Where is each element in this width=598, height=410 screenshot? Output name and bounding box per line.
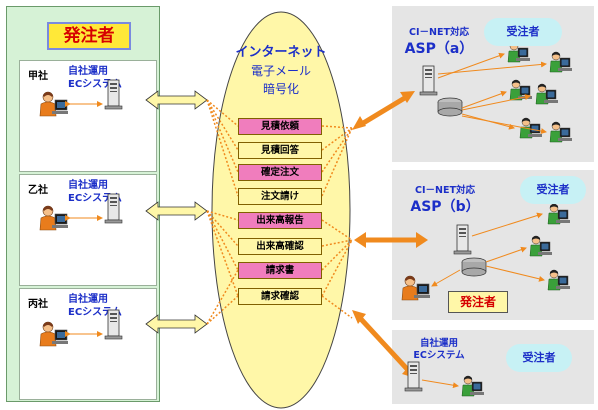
self-system-label: 自社運用 ECシステム xyxy=(404,338,474,362)
message-firm-order: 確定注文 xyxy=(238,164,322,181)
message-progress-confirm: 出来高確認 xyxy=(238,238,322,255)
dotted-lines-left xyxy=(206,99,239,325)
orderer-title: 発注者 xyxy=(47,22,131,50)
company-name: 甲社 xyxy=(28,71,48,82)
system-label-line1: 自社運用 xyxy=(68,66,108,77)
company-box-ko: 甲社 自社運用 ECシステム xyxy=(19,60,157,172)
asp-a-receiver-badge: 受注者 xyxy=(484,18,562,46)
asp-a-ci-net-label: CI－NET対応 xyxy=(409,27,469,38)
message-invoice-confirm: 請求確認 xyxy=(238,288,322,305)
company-name: 丙社 xyxy=(28,299,48,310)
system-label-line2: ECシステム xyxy=(68,193,122,204)
company-box-hei: 丙社 自社運用 ECシステム xyxy=(19,288,157,400)
system-label-line1: 自社運用 xyxy=(68,294,108,305)
dotted-lines-right xyxy=(321,125,353,319)
internet-title: インターネット xyxy=(235,45,327,60)
company-system-label: 自社運用 ECシステム xyxy=(68,65,122,91)
system-label-line2: ECシステム xyxy=(68,307,122,318)
company-system-label: 自社運用 ECシステム xyxy=(68,293,122,319)
message-invoice: 請求書 xyxy=(238,262,322,279)
system-label-line2: ECシステム xyxy=(68,79,122,90)
system-label-line1: 自社運用 xyxy=(68,180,108,191)
company-name: 乙社 xyxy=(28,185,48,196)
message-order-acceptance: 注文請け xyxy=(238,188,322,205)
asp-b-receiver-badge: 受注者 xyxy=(520,176,586,204)
company-box-otsu: 乙社 自社運用 ECシステム xyxy=(19,174,157,286)
message-estimate-request: 見積依頼 xyxy=(238,118,322,135)
asp-b-orderer-badge: 発注者 xyxy=(448,291,508,313)
company-system-label: 自社運用 ECシステム xyxy=(68,179,122,205)
self-system-receiver-badge: 受注者 xyxy=(506,344,572,372)
asp-b-ci-net-label: CI－NET対応 xyxy=(415,185,475,196)
self-system-label-line1: 自社運用 xyxy=(419,338,458,349)
message-estimate-reply: 見積回答 xyxy=(238,142,322,159)
orderer-panel: 発注者 甲社 自社運用 ECシステム 乙社 自社運用 ECシステム 丙社 自社運… xyxy=(6,6,160,402)
asp-b-title: ASP（b） xyxy=(410,199,480,215)
self-system-label-line2: ECシステム xyxy=(413,350,465,361)
message-progress-report: 出来高報告 xyxy=(238,212,322,229)
internet-subtitle-encryption: 暗号化 xyxy=(262,82,299,96)
asp-a-title: ASP（a） xyxy=(404,41,474,57)
internet-subtitle-email: 電子メール xyxy=(250,64,311,78)
